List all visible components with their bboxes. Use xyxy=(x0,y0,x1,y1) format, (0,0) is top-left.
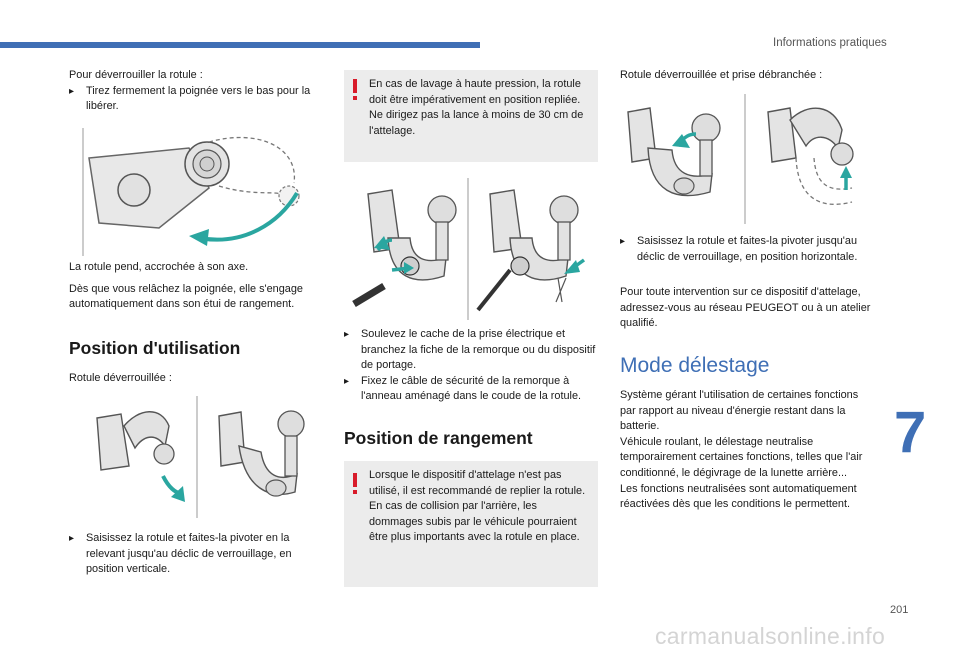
watermark: carmanualsonline.info xyxy=(655,623,886,649)
col1-bullet2-text: Saisissez la rotule et faites-la pivoter… xyxy=(86,532,292,576)
warn2-line1: Lorsque le dispositif d'attelage n'est p… xyxy=(369,469,586,497)
col1-p3: Rotule déverrouillée : xyxy=(69,372,172,384)
figure-towbar-unlock xyxy=(69,128,325,256)
figure-plug-socket xyxy=(344,178,598,320)
bullet-marker: ▸ xyxy=(620,236,626,247)
page-number: 201 xyxy=(890,604,909,616)
col3-bullet1: ▸ Saisissez la rotule et faites-la pivot… xyxy=(620,234,876,265)
col2-bullets: ▸ Soulevez le cache de la prise électriq… xyxy=(344,327,598,405)
col3-p4: Véhicule roulant, le délestage neutralis… xyxy=(620,435,863,479)
figure-rotate-horizontal xyxy=(620,94,876,224)
figure-rotate-vertical xyxy=(69,396,331,518)
warning-exclamation-icon xyxy=(352,473,358,495)
chapter-number: 7 xyxy=(894,400,927,465)
bullet-marker: ▸ xyxy=(69,85,75,97)
col2-bullet1-text: Soulevez le cache de la prise électrique… xyxy=(361,328,596,372)
heading-mode-delestage: Mode délestage xyxy=(620,354,770,377)
warn2-line2: En cas de collision par l'arrière, les d… xyxy=(369,500,580,544)
col1-bullet1: ▸ Tirez fermement la poignée vers le bas… xyxy=(69,84,331,115)
col3-p3: Système gérant l'utilisation de certaine… xyxy=(620,389,859,433)
heading-position-utilisation: Position d'utilisation xyxy=(69,338,241,358)
col1-intro: Pour déverrouiller la rotule : xyxy=(69,69,203,81)
col3-p5: Les fonctions neutralisées sont automati… xyxy=(620,482,857,511)
warn1-line1: En cas de lavage à haute pression, la ro… xyxy=(369,78,581,106)
top-accent-bar xyxy=(0,42,480,48)
bullet-marker: ▸ xyxy=(344,375,350,387)
warn1-line2: Ne dirigez pas la lance à moins de 30 cm… xyxy=(369,109,584,137)
warning-box-storage: Lorsque le dispositif d'attelage n'est p… xyxy=(344,461,598,587)
col1-p1: La rotule pend, accrochée à son axe. xyxy=(69,261,249,273)
col1-intro-block: Pour déverrouiller la rotule : ▸ Tirez f… xyxy=(69,68,331,115)
bullet-marker: ▸ xyxy=(344,329,350,340)
section-header: Informations pratiques xyxy=(773,37,887,49)
col1-bullet2: ▸ Saisissez la rotule et faites-la pivot… xyxy=(69,531,331,578)
col3-bullet1-text: Saisissez la rotule et faites-la pivoter… xyxy=(637,235,858,263)
col3-p2: Pour toute intervention sur ce dispositi… xyxy=(620,286,871,330)
col3-delestage-block: Système gérant l'utilisation de certaine… xyxy=(620,388,876,513)
col2-bullet1: ▸ Soulevez le cache de la prise électriq… xyxy=(344,327,598,374)
col3-p1: Rotule déverrouillée et prise débranchée… xyxy=(620,69,823,81)
col1-bullet1-text: Tirez fermement la poignée vers le bas p… xyxy=(86,84,311,113)
warning-box-washing: En cas de lavage à haute pression, la ro… xyxy=(344,70,598,162)
col2-bullet2: ▸ Fixez le câble de sécurité de la remor… xyxy=(344,374,598,405)
col1-paragraphs: La rotule pend, accrochée à son axe. Dès… xyxy=(69,260,331,313)
heading-position-rangement: Position de rangement xyxy=(344,428,533,448)
bullet-marker: ▸ xyxy=(69,533,75,544)
col1-p2: Dès que vous relâchez la poignée, elle s… xyxy=(69,282,303,311)
warning-exclamation-icon xyxy=(352,79,358,101)
col2-bullet2-text: Fixez le câble de sécurité de la remorqu… xyxy=(361,374,582,403)
